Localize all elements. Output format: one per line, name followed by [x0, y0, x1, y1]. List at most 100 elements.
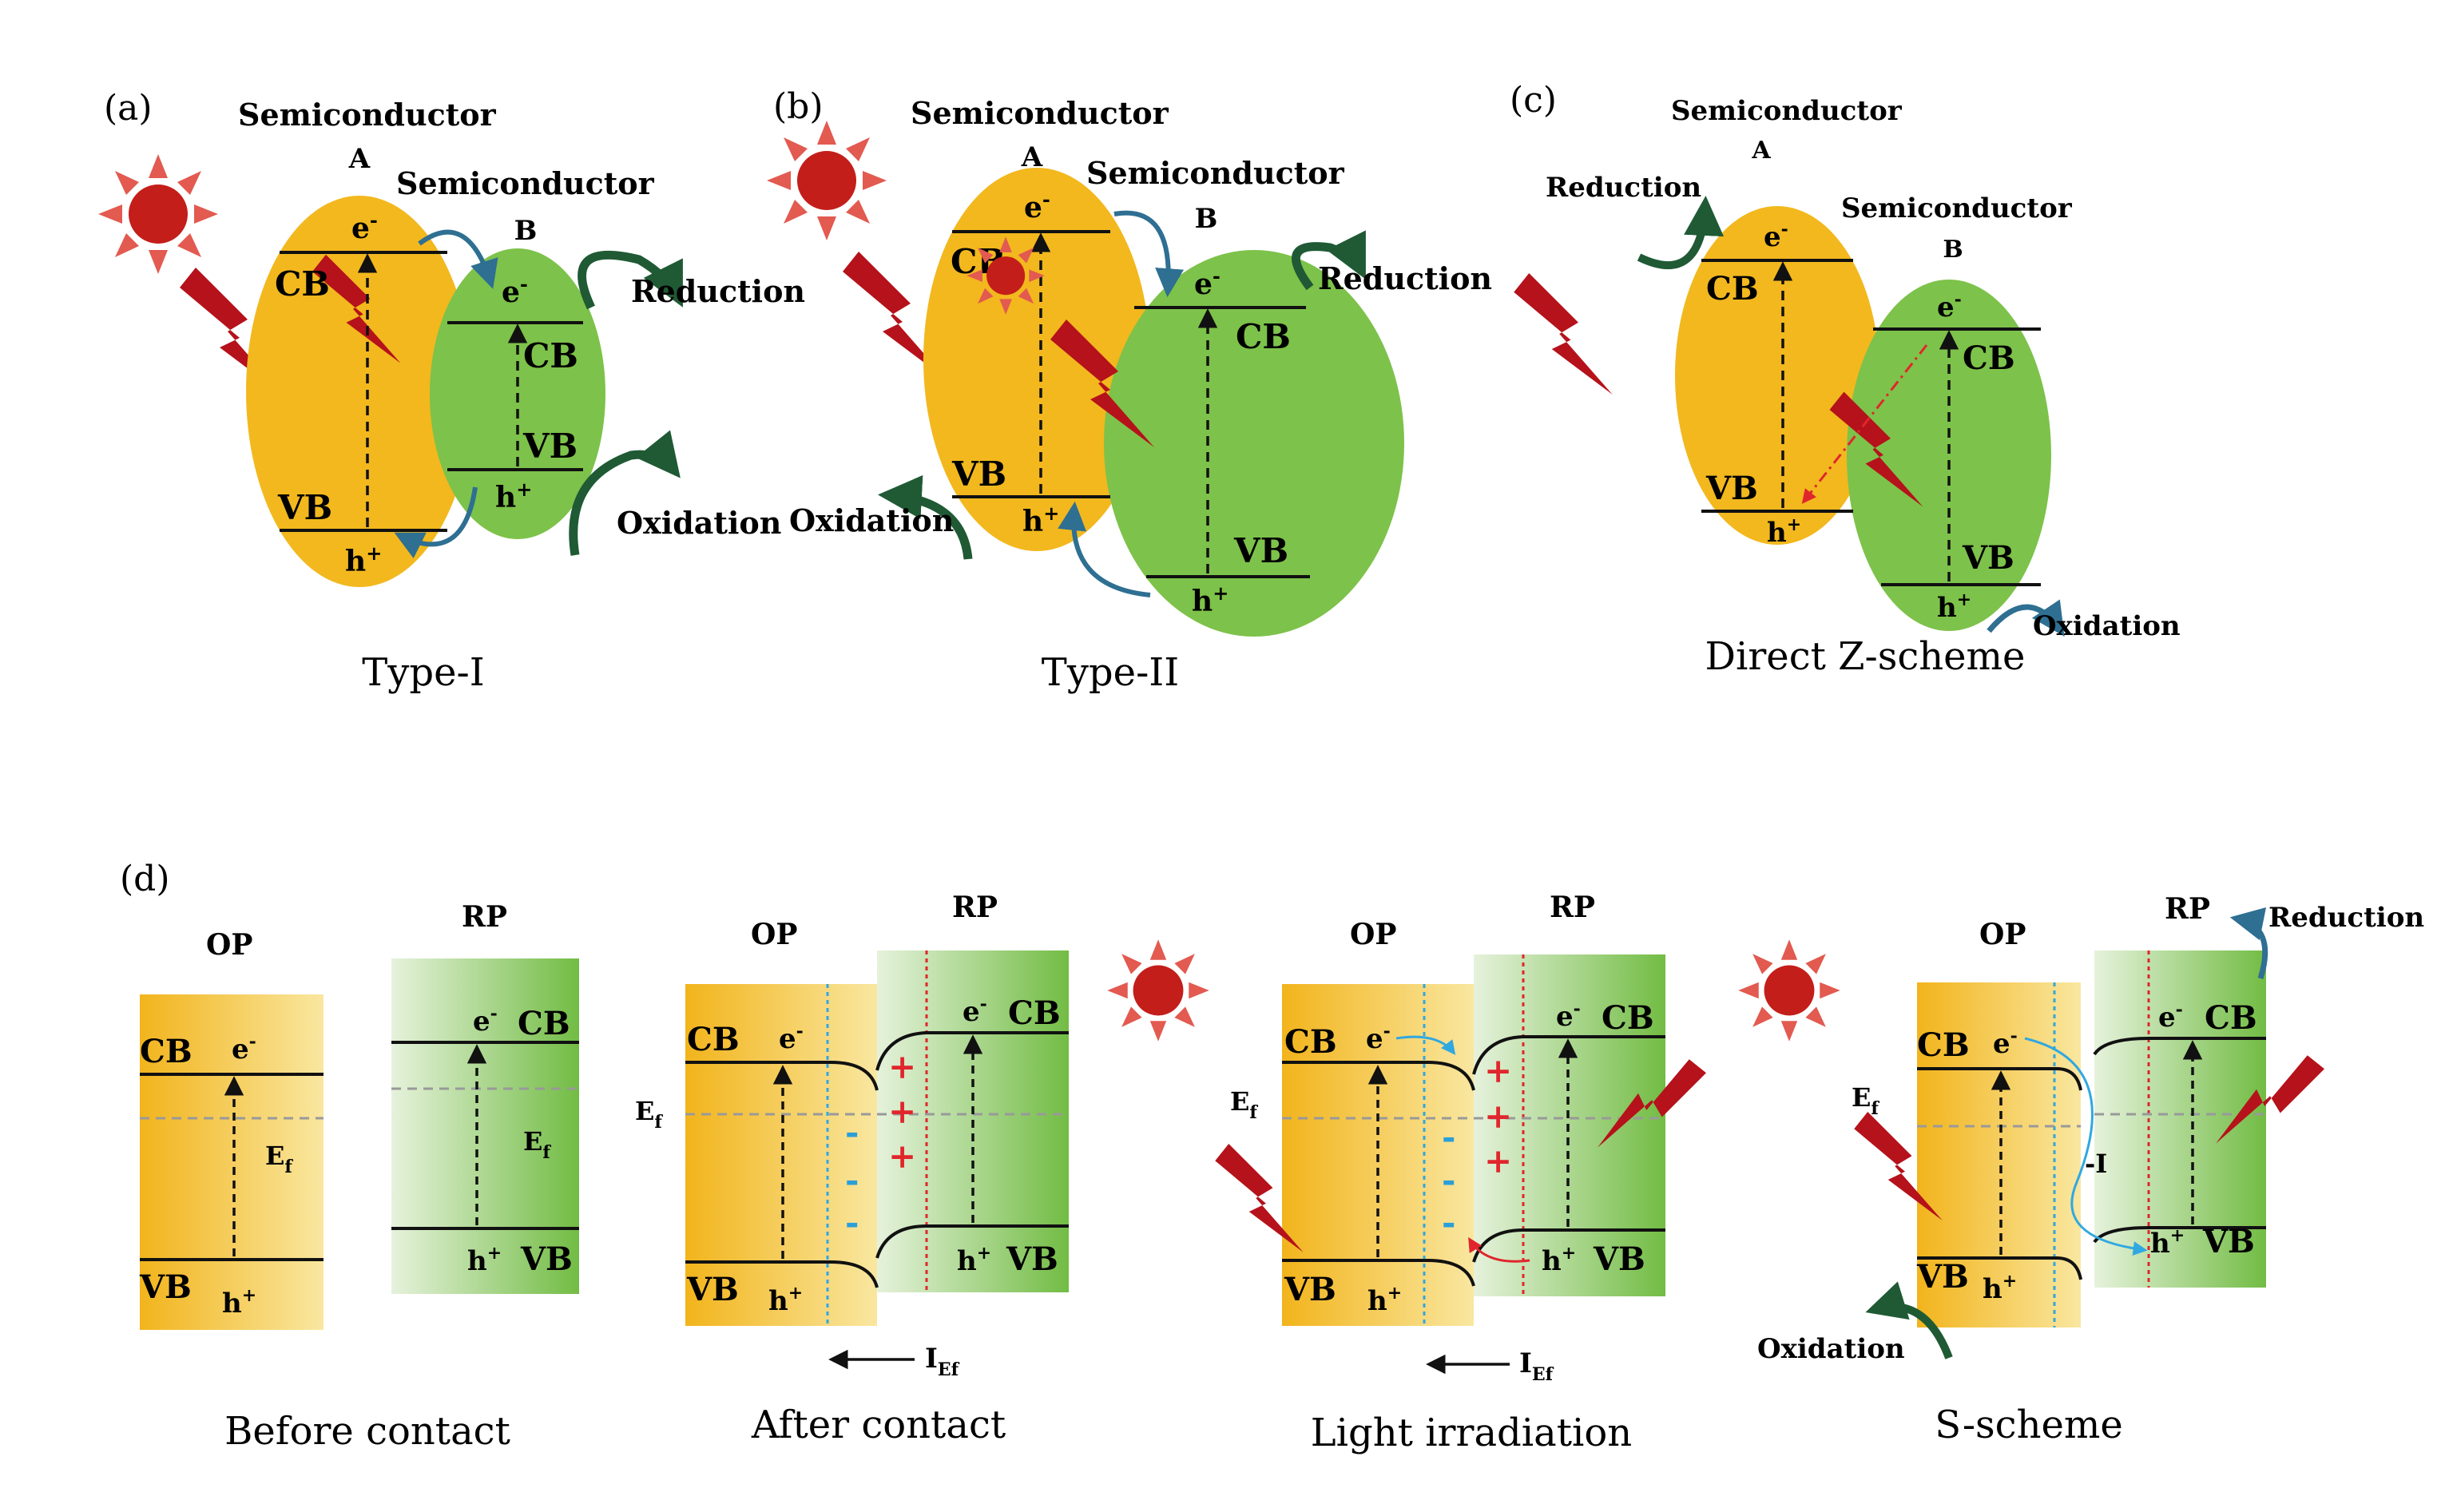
cb-label-a: CB: [275, 264, 330, 304]
hole-b: h+: [495, 478, 532, 514]
cb-label-a: CB: [1706, 270, 1759, 308]
negative-charges: - - -: [1442, 1117, 1455, 1242]
svg-text:+: +: [888, 1047, 916, 1086]
oxidation-arrow: [569, 430, 681, 556]
sun-icon: [1107, 939, 1209, 1042]
caption-before-contact: Before contact: [224, 1409, 510, 1454]
oxidation-arrow: [878, 474, 973, 560]
rp-hole: h+: [467, 1243, 502, 1277]
rp-block: [1474, 954, 1665, 1296]
electron-b: e-: [502, 272, 528, 309]
op-cb-label: CB: [687, 1021, 740, 1058]
rp-vb-label: VB: [1006, 1240, 1058, 1278]
semiconductor-a-ellipse: [923, 168, 1150, 551]
caption-after-contact: After contact: [751, 1403, 1006, 1447]
hole-b: h+: [1937, 589, 1971, 624]
op-vb-band-bent: [1917, 1256, 2082, 1280]
op-electron: e-: [779, 1021, 804, 1055]
rp-cb-label: CB: [1602, 999, 1654, 1037]
rp-fermi-label: Ef: [523, 1126, 551, 1163]
internal-field-label: IEf: [1519, 1347, 1554, 1385]
rp-hole: h+: [2150, 1225, 2185, 1260]
cb-label-b: CB: [1963, 339, 2015, 377]
semiconductor-a-label: Semiconductor: [911, 95, 1169, 131]
semiconductor-a-ellipse: [1675, 206, 1879, 545]
semiconductor-b-letter: B: [1195, 203, 1218, 235]
oxidation-arrow: [1987, 599, 2065, 637]
panel-direct-z-scheme: (c) Semiconductor A Semiconductor B CB V…: [967, 80, 2181, 679]
op-electron: e-: [1366, 1021, 1391, 1055]
before-contact-diagram: OP RP CB VB e- h+ Ef e- CB Ef h+ VB Befo…: [139, 900, 579, 1454]
semiconductor-b-ellipse: [1847, 280, 2051, 631]
op-cb-label: CB: [140, 1033, 193, 1070]
svg-text:+: +: [888, 1137, 916, 1176]
light-irradiation-diagram: OP RP CB VB e- h+ Ef e- CB h+ VB - - - +…: [1215, 891, 1706, 1455]
vb-label-b: VB: [1962, 539, 2014, 577]
op-hole: h+: [768, 1283, 803, 1317]
rp-vb-band-bent: [875, 1224, 1069, 1259]
op-vb-label: VB: [1284, 1271, 1336, 1308]
rp-cb-label: CB: [1008, 994, 1061, 1032]
semiconductor-b-letter: B: [514, 215, 538, 247]
svg-text:-: -: [845, 1203, 859, 1242]
oxidation-label: Oxidation: [789, 502, 954, 538]
rp-label: RP: [952, 891, 998, 924]
reduction-arrow: [578, 250, 683, 310]
svg-text:-: -: [845, 1113, 859, 1152]
semiconductor-b-ellipse: [1104, 250, 1404, 637]
sun-icon: [767, 121, 887, 240]
svg-text:+: +: [1484, 1141, 1512, 1181]
hole-a: h+: [1767, 514, 1801, 549]
svg-text:-: -: [1442, 1117, 1455, 1157]
electron-transfer-arrow: [1113, 210, 1185, 298]
negative-charges: - - -: [845, 1113, 859, 1242]
after-contact-diagram: OP RP CB VB e- h+ Ef e- CB h+ VB - - - +…: [635, 891, 1069, 1447]
op-label: OP: [1350, 918, 1396, 951]
rp-vb-label: VB: [1593, 1240, 1645, 1278]
s-scheme-diagram: OP RP CB VB e- h+ Ef e- CB h+ VB -I Redu…: [1757, 892, 2424, 1447]
rp-cb-label: CB: [2205, 999, 2257, 1037]
semiconductor-a-letter: A: [348, 143, 371, 175]
svg-text:+: +: [1484, 1097, 1512, 1136]
reduction-arrow: [2229, 907, 2268, 980]
caption-type-i: Type-I: [362, 650, 484, 695]
rp-cb-band-bent: [875, 1031, 1069, 1071]
op-hole: h+: [222, 1285, 256, 1320]
electron-b: e-: [1937, 289, 1962, 323]
op-vb-label: VB: [686, 1271, 739, 1308]
reduction-arrow: [1637, 196, 1725, 269]
svg-text:-: -: [1442, 1161, 1455, 1200]
panel-b-tag: (b): [773, 86, 824, 127]
caption-light-irradiation: Light irradiation: [1311, 1411, 1632, 1455]
fermi-level-label: Ef: [635, 1096, 663, 1133]
semiconductor-b-label: Semiconductor: [396, 165, 655, 201]
semiconductor-b-label: Semiconductor: [1841, 192, 2073, 224]
op-cb-band-bent: [1917, 1067, 2082, 1091]
oxidation-label: Oxidation: [1757, 1333, 1905, 1365]
sun-icon: [98, 154, 218, 274]
svg-text:+: +: [888, 1092, 916, 1131]
op-electron: e-: [1993, 1026, 2018, 1060]
semiconductor-a-label: Semiconductor: [1671, 95, 1903, 127]
semiconductor-a-letter: A: [1751, 137, 1771, 165]
sun-icon: [967, 236, 1045, 315]
rp-hole: h+: [1542, 1243, 1576, 1277]
positive-charges: + + +: [888, 1047, 916, 1176]
rp-electron: e-: [2158, 999, 2183, 1034]
rp-label: RP: [462, 900, 507, 934]
electron-a: e-: [1024, 188, 1050, 224]
vb-label-a: VB: [1705, 470, 1758, 507]
vb-label-a: VB: [277, 488, 332, 527]
semiconductor-a-ellipse: [246, 196, 473, 587]
electron-a: e-: [1764, 219, 1788, 253]
op-block: [685, 984, 877, 1326]
vb-label-b: VB: [522, 427, 578, 466]
op-vb-band-bent: [1282, 1259, 1475, 1287]
internal-field-label: IEf: [925, 1343, 960, 1380]
hole-migration-arrow: [1468, 1236, 1530, 1263]
op-cb-label: CB: [1284, 1023, 1337, 1061]
z-scheme-recombination-arrow: [1801, 344, 1928, 504]
fermi-level-label: Ef: [1230, 1086, 1258, 1123]
op-block: [140, 994, 323, 1330]
internal-field-label: -I: [2085, 1149, 2107, 1179]
